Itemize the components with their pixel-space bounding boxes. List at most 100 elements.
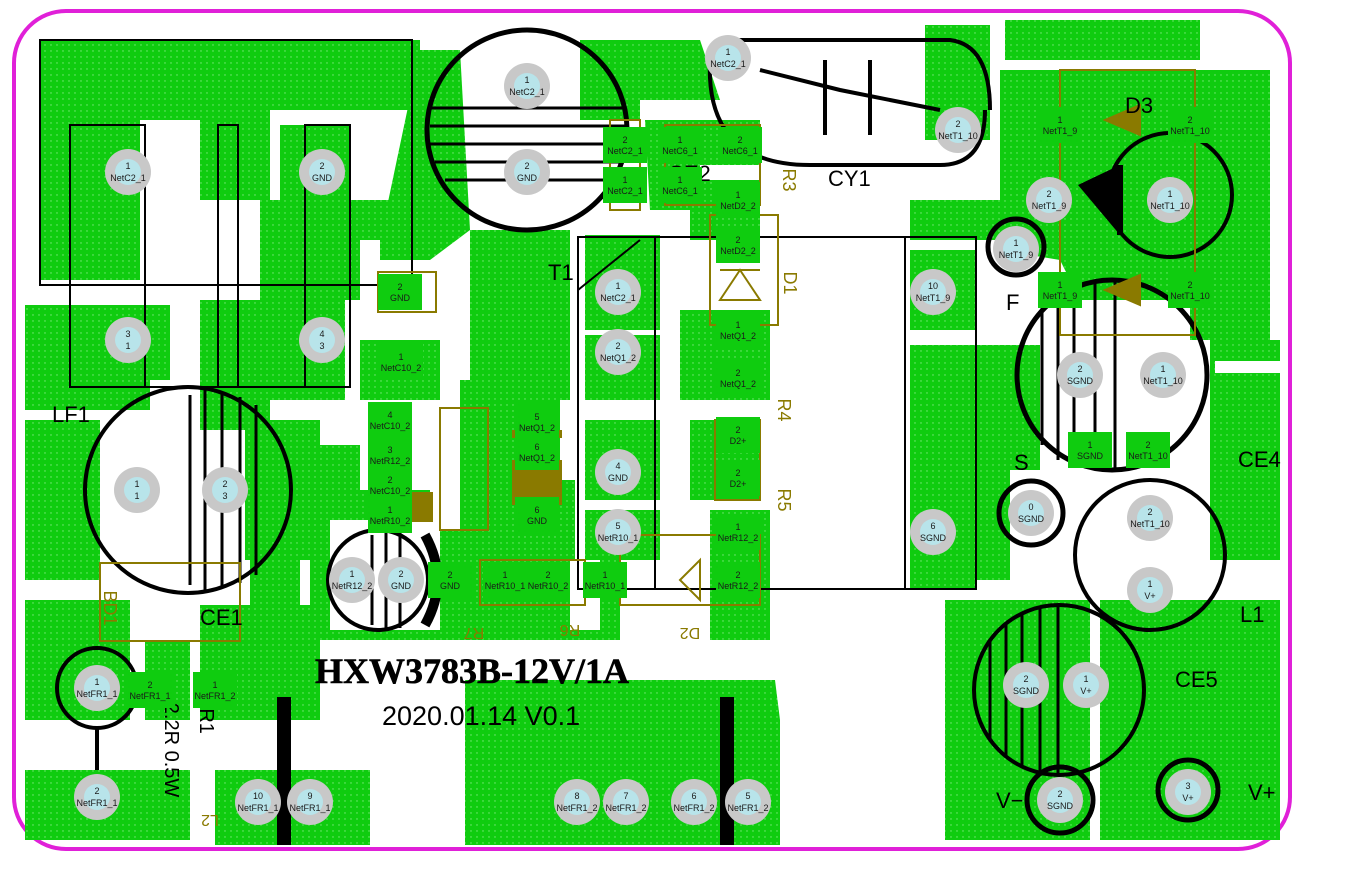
- pad-net: NetFR1_2: [727, 803, 768, 813]
- pad-net: 1: [125, 341, 130, 351]
- pad-number: 2: [1145, 440, 1150, 450]
- pad-net: NetT1_10: [1130, 519, 1170, 529]
- through-hole-pad: 31: [105, 317, 151, 363]
- pad-number: 1: [677, 135, 682, 145]
- pad-number: 2: [545, 570, 550, 580]
- pad-net: SGND: [1013, 686, 1040, 696]
- smd-pads: 2GND1NetC10_24NetC10_23NetR12_22NetC10_2…: [128, 107, 1212, 708]
- through-hole-pad: 43: [299, 317, 345, 363]
- bottom-component-label: R4: [774, 398, 794, 421]
- pad-number: 2: [398, 569, 403, 579]
- pad-net: NetQ1_2: [600, 353, 636, 363]
- pad-number: 1: [615, 281, 620, 291]
- pad-net: NetFR1_1: [129, 691, 170, 701]
- pad-number: 2: [1147, 507, 1152, 517]
- pad-net: GND: [440, 581, 461, 591]
- component-label: CE5: [1175, 667, 1218, 692]
- pad-number: 6: [930, 521, 935, 531]
- pad-number: 1: [677, 175, 682, 185]
- pad-net: NetQ1_2: [519, 423, 555, 433]
- bottom-component-label: R6: [560, 621, 581, 638]
- component-label: D3: [1125, 93, 1153, 118]
- pad-net: NetQ1_2: [720, 331, 756, 341]
- pad-number: 1: [1167, 189, 1172, 199]
- pad-net: NetR10_1: [598, 533, 639, 543]
- pad-net: NetT1_10: [1150, 201, 1190, 211]
- pad-number: 9: [307, 791, 312, 801]
- pad-number: 1: [725, 47, 730, 57]
- pad-net: NetQ1_2: [720, 379, 756, 389]
- pad-net: NetC6_1: [662, 186, 698, 196]
- pad-number: 2: [1057, 789, 1062, 799]
- pad-net: SGND: [1047, 801, 1074, 811]
- pad-net: V+: [1080, 686, 1091, 696]
- pad-net: D2+: [730, 479, 747, 489]
- pad-net: NetFR1_1: [76, 689, 117, 699]
- pad-number: 2: [94, 786, 99, 796]
- pad-net: NetC10_2: [381, 363, 422, 373]
- pad-number: 1: [398, 352, 403, 362]
- pad-net: NetFR1_1: [76, 798, 117, 808]
- board-date-version: 2020.01.14 V0.1: [382, 701, 580, 731]
- pad-number: 1: [735, 522, 740, 532]
- pad-number: 1: [387, 505, 392, 515]
- component-label: V+: [1248, 780, 1276, 805]
- pad-number: 1: [1057, 280, 1062, 290]
- pad-number: 1: [502, 570, 507, 580]
- bottom-component-label: R5: [774, 488, 794, 511]
- pad-net: GND: [608, 473, 629, 483]
- pad-number: 5: [745, 791, 750, 801]
- pad-number: 1: [1147, 579, 1152, 589]
- bottom-component-label: 2.2R 0.5W: [160, 703, 182, 798]
- pad-net: NetC2_1: [110, 173, 146, 183]
- pad-number: 1: [1087, 440, 1092, 450]
- pad-number: 1: [602, 570, 607, 580]
- pad-number: 2: [1187, 115, 1192, 125]
- pad-number: 6: [534, 505, 539, 515]
- pad-net: D2+: [730, 436, 747, 446]
- pad-number: 2: [524, 161, 529, 171]
- pad-net: NetT1_10: [1143, 376, 1183, 386]
- pad-net: GND: [390, 293, 411, 303]
- component-label: CE1: [200, 605, 243, 630]
- pad-number: 2: [447, 570, 452, 580]
- pad-number: 1: [524, 75, 529, 85]
- pad-net: NetFR1_2: [194, 691, 235, 701]
- pad-net: SGND: [1067, 376, 1094, 386]
- pad-net: NetC2_1: [607, 146, 643, 156]
- pad-net: GND: [517, 173, 538, 183]
- pad-net: NetC2_1: [607, 186, 643, 196]
- pad-net: NetFR1_1: [289, 803, 330, 813]
- bottom-component-label: D2: [680, 624, 701, 641]
- pad-net: NetC2_1: [710, 59, 746, 69]
- bottom-component-label: D1: [780, 271, 800, 294]
- component-label: CY1: [828, 166, 871, 191]
- pad-net: NetQ1_2: [519, 453, 555, 463]
- pad-number: 2: [387, 475, 392, 485]
